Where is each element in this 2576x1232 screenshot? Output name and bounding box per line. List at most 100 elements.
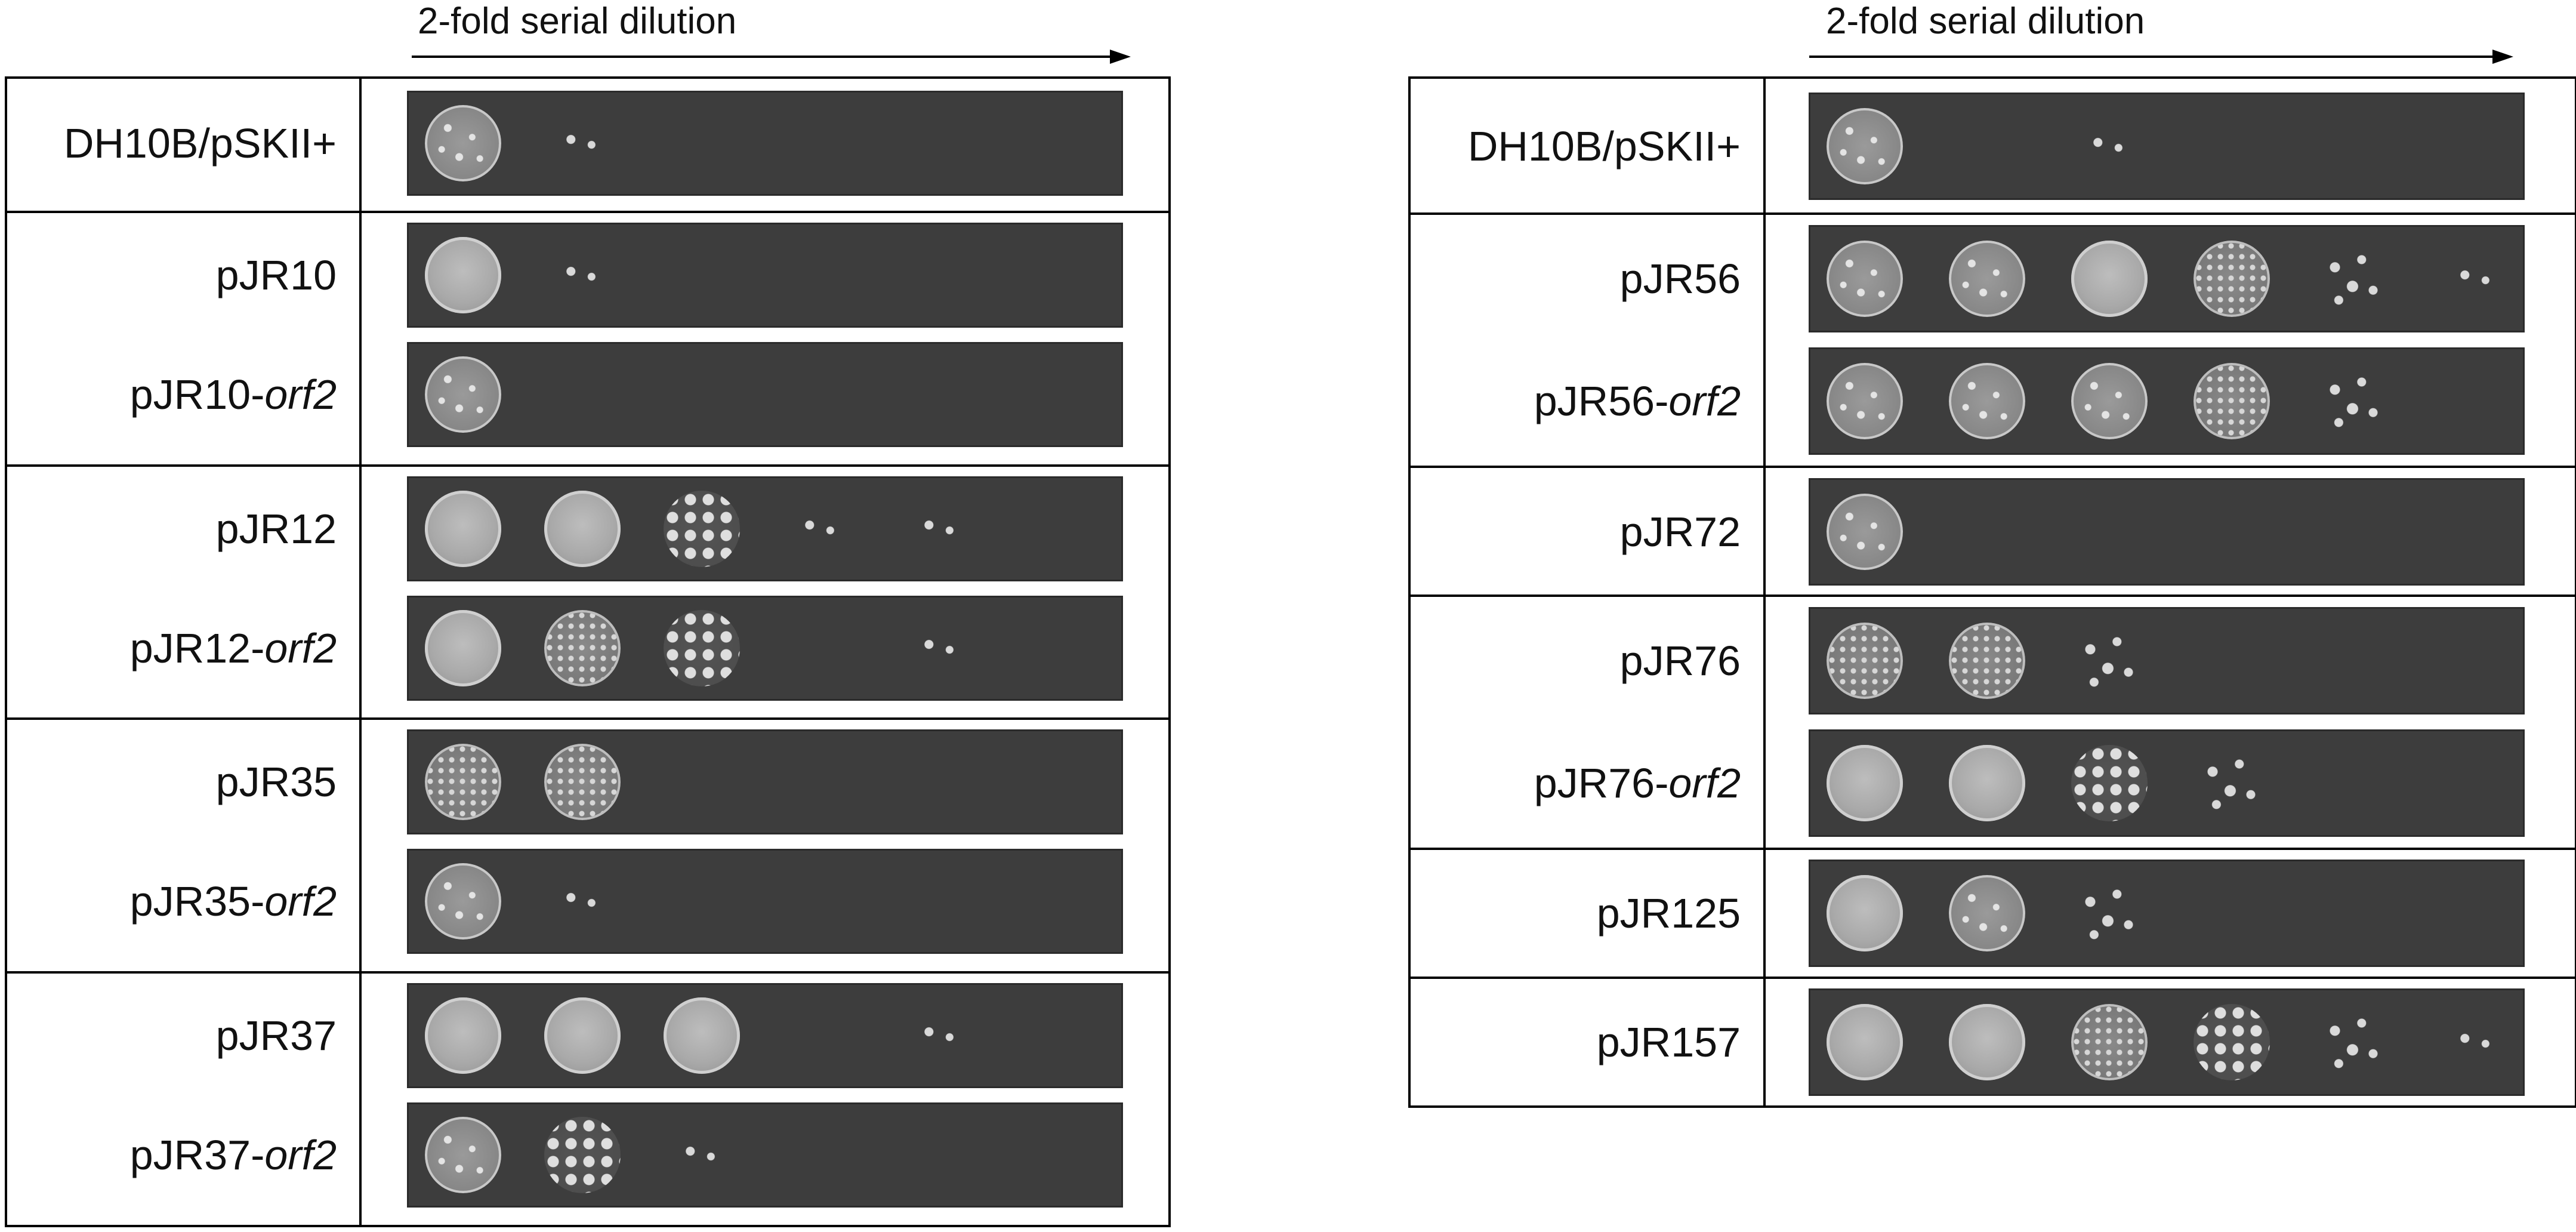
strain-name: pJR157 [1597,1018,1741,1066]
colony-spot [1827,107,1903,184]
strain-group-row: DH10B/pSKII+ [5,76,1171,213]
strain-name: pJR56 [1620,255,1741,303]
strain-name: pJR37 [216,1012,337,1059]
strain-name-text: DH10B/pSKII+ [63,120,337,167]
colony-spot [2316,240,2392,317]
strain-label-cell: pJR56 pJR56-orf2 [1408,212,1766,469]
strain-name: pJR56-orf2 [1534,377,1741,425]
strain-name: DH10B/pSKII+ [1468,122,1741,170]
colony-spot [1949,240,2025,317]
colony-spot [544,609,621,686]
plate-cell [1763,595,2576,850]
strain-name-text: DH10B/pSKII+ [1467,122,1741,170]
strain-name: DH10B/pSKII+ [64,119,337,167]
colony-spot [664,997,740,1074]
dilution-label: 2-fold serial dilution [418,1,737,42]
colony-spot [1949,875,2025,952]
agar-plate-strip [1809,478,2525,586]
dilution-header: 2-fold serial dilution [1408,0,2576,72]
strain-label-cell: pJR72 [1408,466,1766,597]
agar-plate-strip [407,595,1123,701]
colony-spot [2071,240,2148,317]
colony-spot [425,997,501,1074]
colony-spot [1949,362,2025,439]
strain-label-cell: pJR35 pJR35-orf2 [5,717,362,974]
strain-name: pJR10-orf2 [130,371,337,418]
colony-spot [664,1117,740,1194]
colony-spot [425,863,501,940]
strain-name-text: pJR72 [1619,508,1741,555]
strain-name: pJR10 [216,251,337,299]
strain-name-text: pJR125 [1596,890,1741,937]
strain-group-row: pJR157 [1408,976,2576,1108]
colony-spot [2316,362,2392,439]
colony-spot [1827,493,1903,570]
plate-cell [1763,466,2576,597]
colony-spot [425,609,501,686]
colony-spot [2071,744,2148,821]
colony-spot [544,105,621,181]
strain-name-text: pJR12 [215,505,337,552]
colony-spot [2194,240,2270,317]
colony-spot [2316,1004,2392,1081]
agar-plate-strip [1809,729,2525,837]
strain-name-text: pJR76- [1534,759,1669,806]
colony-spot [2071,622,2148,699]
orf2-suffix: orf2 [1668,759,1741,806]
agar-plate-strip [407,983,1123,1089]
strain-name: pJR76-orf2 [1534,759,1741,807]
strain-group-row: pJR72 [1408,466,2576,597]
colony-spot [425,490,501,567]
colony-spot [902,609,979,686]
colony-spot [1827,362,1903,439]
strain-label-cell: pJR10 pJR10-orf2 [5,210,362,467]
colony-spot [544,997,621,1074]
strain-name: pJR76 [1620,637,1741,685]
plate-cell [1763,976,2576,1108]
colony-spot [425,105,501,181]
dilution-arrow-icon [1809,50,2513,64]
colony-spot [544,490,621,567]
agar-plate-strip [1809,92,2525,200]
plate-cell [359,210,1171,467]
strain-label-cell: pJR76 pJR76-orf2 [1408,595,1766,850]
strain-name-text: pJR56 [1619,255,1741,302]
plate-cell [1763,212,2576,469]
plate-cell [1763,76,2576,215]
agar-plate-strip [407,222,1123,328]
plate-cell [359,971,1171,1227]
strain-name: pJR35-orf2 [130,877,337,925]
strain-name-text: pJR10 [215,251,337,298]
colony-spot [1949,622,2025,699]
colony-spot [544,863,621,940]
strain-name-text: pJR37- [129,1132,265,1179]
agar-plate-strip [407,91,1123,196]
colony-spot [2194,362,2270,439]
dilution-arrow-icon [412,50,1131,64]
colony-spot [902,997,979,1074]
colony-spot [664,490,740,567]
strain-name: pJR35 [216,758,337,806]
colony-spot [2194,744,2270,821]
colony-spot [544,1117,621,1194]
strain-group-row: DH10B/pSKII+ [1408,76,2576,215]
colony-spot [783,490,859,567]
colony-spot [425,356,501,433]
strain-group-row: pJR125 [1408,847,2576,979]
colony-spot [2194,1004,2270,1081]
colony-spot [1827,744,1903,821]
strain-name-text: pJR35 [215,759,337,806]
agar-plate-strip [1809,224,2525,332]
plate-cell [359,464,1171,720]
orf2-suffix: orf2 [264,624,337,672]
colony-spot [1827,875,1903,952]
agar-plate-strip [1809,347,2525,455]
orf2-suffix: orf2 [264,878,337,925]
strain-name: pJR12 [216,505,337,553]
left-panel: 2-fold serial dilution DH10B/pSKII+ pJR10… [0,0,1171,1232]
strain-group-row: pJR10 pJR10-orf2 [5,210,1171,467]
